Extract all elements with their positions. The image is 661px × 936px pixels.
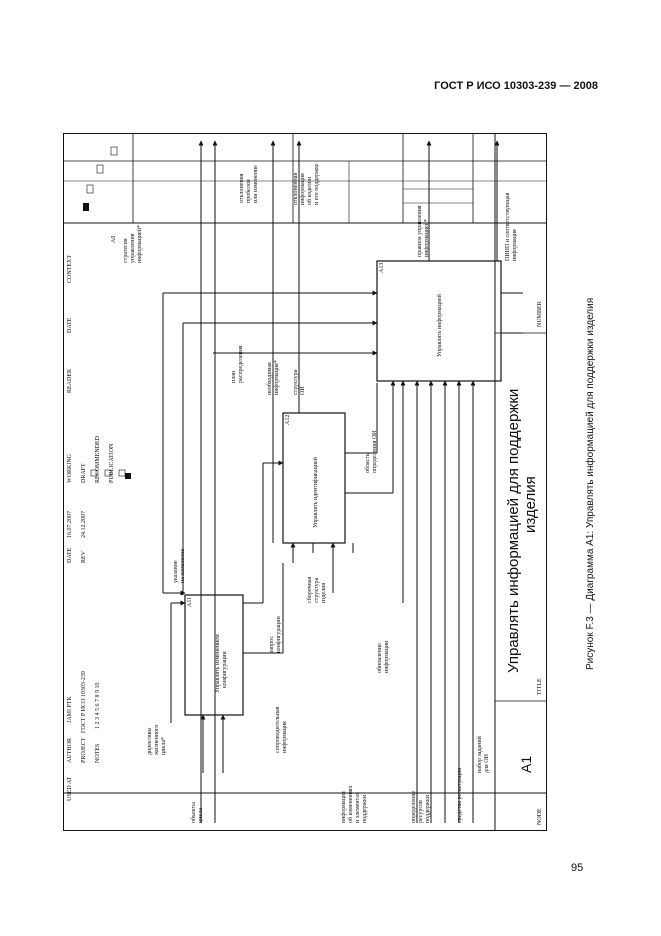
label-assembly-structure-1: сборочная: [306, 576, 313, 603]
title-value-line1: Управлять информацией для поддержки: [505, 389, 522, 673]
svg-text:управления: управления: [130, 233, 136, 263]
activity-a3-id: A13: [379, 263, 385, 273]
svg-text:об изменениях: об изменениях: [347, 785, 354, 823]
svg-text:определения ОИ: определения ОИ: [372, 430, 378, 473]
reader-label: READER: [67, 369, 73, 393]
context-box: [110, 146, 118, 156]
working-label: WORKING: [67, 453, 73, 483]
svg-text:ресурсов: ресурсов: [418, 800, 424, 823]
svg-text:об изделии: об изделии: [306, 176, 313, 205]
date-label: DATE: [67, 547, 73, 563]
project-value: ГОСТ Р ИСО 10303-239: [81, 671, 87, 733]
label-request-config-1: запрос: [269, 636, 275, 653]
activity-a1-name-1: Управлять изменением: [215, 634, 221, 693]
svg-text:и его поддержке: и его поддержке: [314, 163, 320, 205]
figure-caption: Рисунок F.3 — Диаграмма A1: Управлять ин…: [585, 297, 596, 670]
activity-a1-name-2: конфигурации: [221, 651, 228, 688]
author-label: AUTHOR: [67, 738, 73, 763]
node-value: A1: [518, 756, 534, 773]
notes-label: NOTES: [95, 744, 101, 763]
rev-value: 24.12.2007: [81, 511, 87, 538]
label-determine-resources-1: определение: [411, 790, 417, 823]
svg-text:изделия: изделия: [321, 583, 327, 603]
label-accompany-info-1: сопроводительная: [275, 706, 281, 753]
svg-text:для ОИ: для ОИ: [484, 753, 490, 773]
activity-a2-name: Управлять идентификацией: [312, 456, 319, 528]
notes-value: 1 2 3 4 5 6 7 8 9 10: [95, 683, 101, 730]
svg-text:цикла: цикла: [198, 808, 204, 823]
context-node: A0: [111, 236, 117, 243]
label-info-changes-1: информация: [340, 791, 347, 823]
label-means-registration: средства регистрации: [457, 767, 463, 823]
author-value: JAMI PTK: [67, 695, 73, 723]
idef0-form: USED AT AUTHOR JAMI PTK DATE 16.07.2007 …: [63, 133, 547, 832]
svg-text:цикла*: цикла*: [161, 737, 167, 755]
label-oi-structure-1: структура: [293, 369, 299, 395]
activity-a1-box: [184, 594, 244, 716]
label-rejected-info-1: отклоненная: [293, 173, 299, 205]
svg-text:на изменение: на изменение: [180, 548, 186, 583]
svg-text:и элементах: и элементах: [355, 792, 361, 823]
title-label: TITLE: [537, 678, 543, 695]
recommended-label: RECOMMENDED: [95, 435, 101, 483]
svg-text:ОИ: ОИ: [300, 386, 306, 395]
svg-text:структура: структура: [314, 577, 320, 603]
page-number: 95: [571, 862, 584, 874]
svg-text:информация*: информация*: [273, 360, 280, 395]
title-band: NODE TITLE NUMBER A1 Управлять информаци…: [494, 133, 547, 831]
svg-text:информация: информация: [281, 721, 288, 753]
svg-text:поддержки: поддержки: [362, 794, 368, 823]
title-value-line2: изделия: [522, 476, 539, 533]
label-set-tasks-1: набор заданий: [476, 735, 483, 773]
used-at-label: USED AT: [67, 776, 73, 801]
activity-a2-box: [282, 412, 346, 544]
svg-text:конфигурации: конфигурации: [275, 616, 282, 653]
reader-date-label: DATE: [67, 317, 73, 333]
label-pbic-1: ПИИП и соответствующая: [505, 192, 511, 261]
svg-text:или изменение: или изменение: [253, 165, 259, 203]
project-label: PROJECT: [81, 737, 87, 763]
diagram-body: Управлять изменением конфигурации A11 Уп…: [123, 140, 523, 823]
page-header: ГОСТ Р ИСО 10303-239 — 2008: [434, 80, 598, 92]
svg-text:пробелов: пробелов: [245, 179, 252, 203]
svg-text:информацией*: информацией*: [136, 225, 143, 263]
publication-label: PUBLICATION: [109, 443, 115, 483]
svg-text:поддержки: поддержки: [425, 794, 431, 823]
activity-a3-name: Управлять информацией: [436, 293, 443, 357]
node-label: NODE: [537, 808, 543, 825]
label-notice-change-1: указание: [173, 560, 179, 583]
label-directives-1: директивы: [147, 728, 153, 755]
label-required-info-1: необходимая: [266, 362, 273, 395]
svg-text:информация: информация: [511, 229, 518, 261]
label-update-info-1: обновление: [376, 643, 383, 673]
svg-text:информацией*: информацией*: [423, 219, 430, 257]
label-strategy-1: стратегия: [123, 238, 129, 263]
label-distribution-plan-1: план: [231, 370, 237, 383]
label-object-cycle: объекты: [190, 802, 197, 823]
label-area-oi-1: область: [364, 453, 371, 473]
activity-a2-id: A12: [285, 415, 291, 425]
date-value: 16.07.2007: [67, 511, 73, 538]
svg-text:жизненного: жизненного: [154, 725, 160, 756]
svg-text:информация: информация: [299, 173, 306, 205]
publication-checkbox: [125, 473, 131, 479]
svg-text:распределения: распределения: [238, 345, 244, 383]
draft-label: DRAFT: [81, 463, 87, 483]
label-rules-1: правила управления: [417, 205, 423, 257]
number-label: NUMBER: [537, 301, 543, 327]
activity-a1-id: A11: [187, 597, 193, 607]
rev-label: REV: [81, 550, 87, 563]
label-rejections-1: отклонения: [239, 173, 245, 203]
idef0-diagram: USED AT AUTHOR JAMI PTK DATE 16.07.2007 …: [63, 133, 547, 832]
context-label: CONTEXT: [67, 255, 73, 283]
svg-text:информации: информации: [383, 640, 390, 673]
